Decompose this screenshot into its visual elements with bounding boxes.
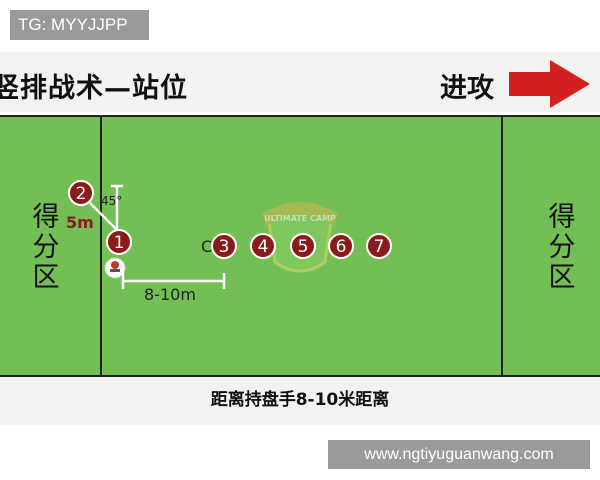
watermark-top: TG: MYYJJPP [10, 10, 149, 40]
caption: 距离持盘手8-10米距离 [210, 390, 390, 410]
player-4: 4 [250, 233, 276, 259]
player-2-number: 2 [76, 184, 87, 204]
distance-8-10m-label: 8-10m [144, 285, 196, 304]
endzone-right-char: 区 [549, 262, 576, 293]
disc-holder-icon [104, 257, 126, 279]
endzone-left-char: 区 [33, 262, 60, 293]
page-title: 竖排战术—站位 [0, 73, 188, 104]
player-7-number: 7 [374, 237, 385, 257]
player-1: 1 [106, 229, 132, 255]
endzone-right-char: 分 [549, 232, 576, 263]
endzone-right-char: 得 [549, 202, 576, 233]
player-4-number: 4 [258, 237, 269, 257]
attack-label: 进攻 [440, 73, 494, 104]
player-6-number: 6 [336, 237, 347, 257]
angle-label: 45° [101, 194, 122, 208]
player-3-number: 3 [219, 237, 230, 257]
caption-band [0, 377, 600, 425]
c-mark: C [201, 237, 212, 256]
diagonal-guide-line [89, 202, 118, 231]
watermark-bottom: www.ngtiyuguanwang.com [328, 440, 590, 469]
header-band [0, 52, 600, 112]
player-1-number: 1 [114, 233, 125, 253]
attack-arrow-icon [509, 60, 590, 108]
player-5-number: 5 [298, 237, 309, 257]
player-2: 2 [68, 180, 94, 206]
logo-text: ULTIMATE CAMP [264, 214, 336, 223]
endzone-left-char: 分 [33, 232, 60, 263]
player-3: 3 [211, 233, 237, 259]
player-7: 7 [366, 233, 392, 259]
player-5: 5 [290, 233, 316, 259]
player-6: 6 [328, 233, 354, 259]
distance-5m-label: 5m [66, 213, 94, 232]
endzone-left-char: 得 [33, 202, 60, 233]
